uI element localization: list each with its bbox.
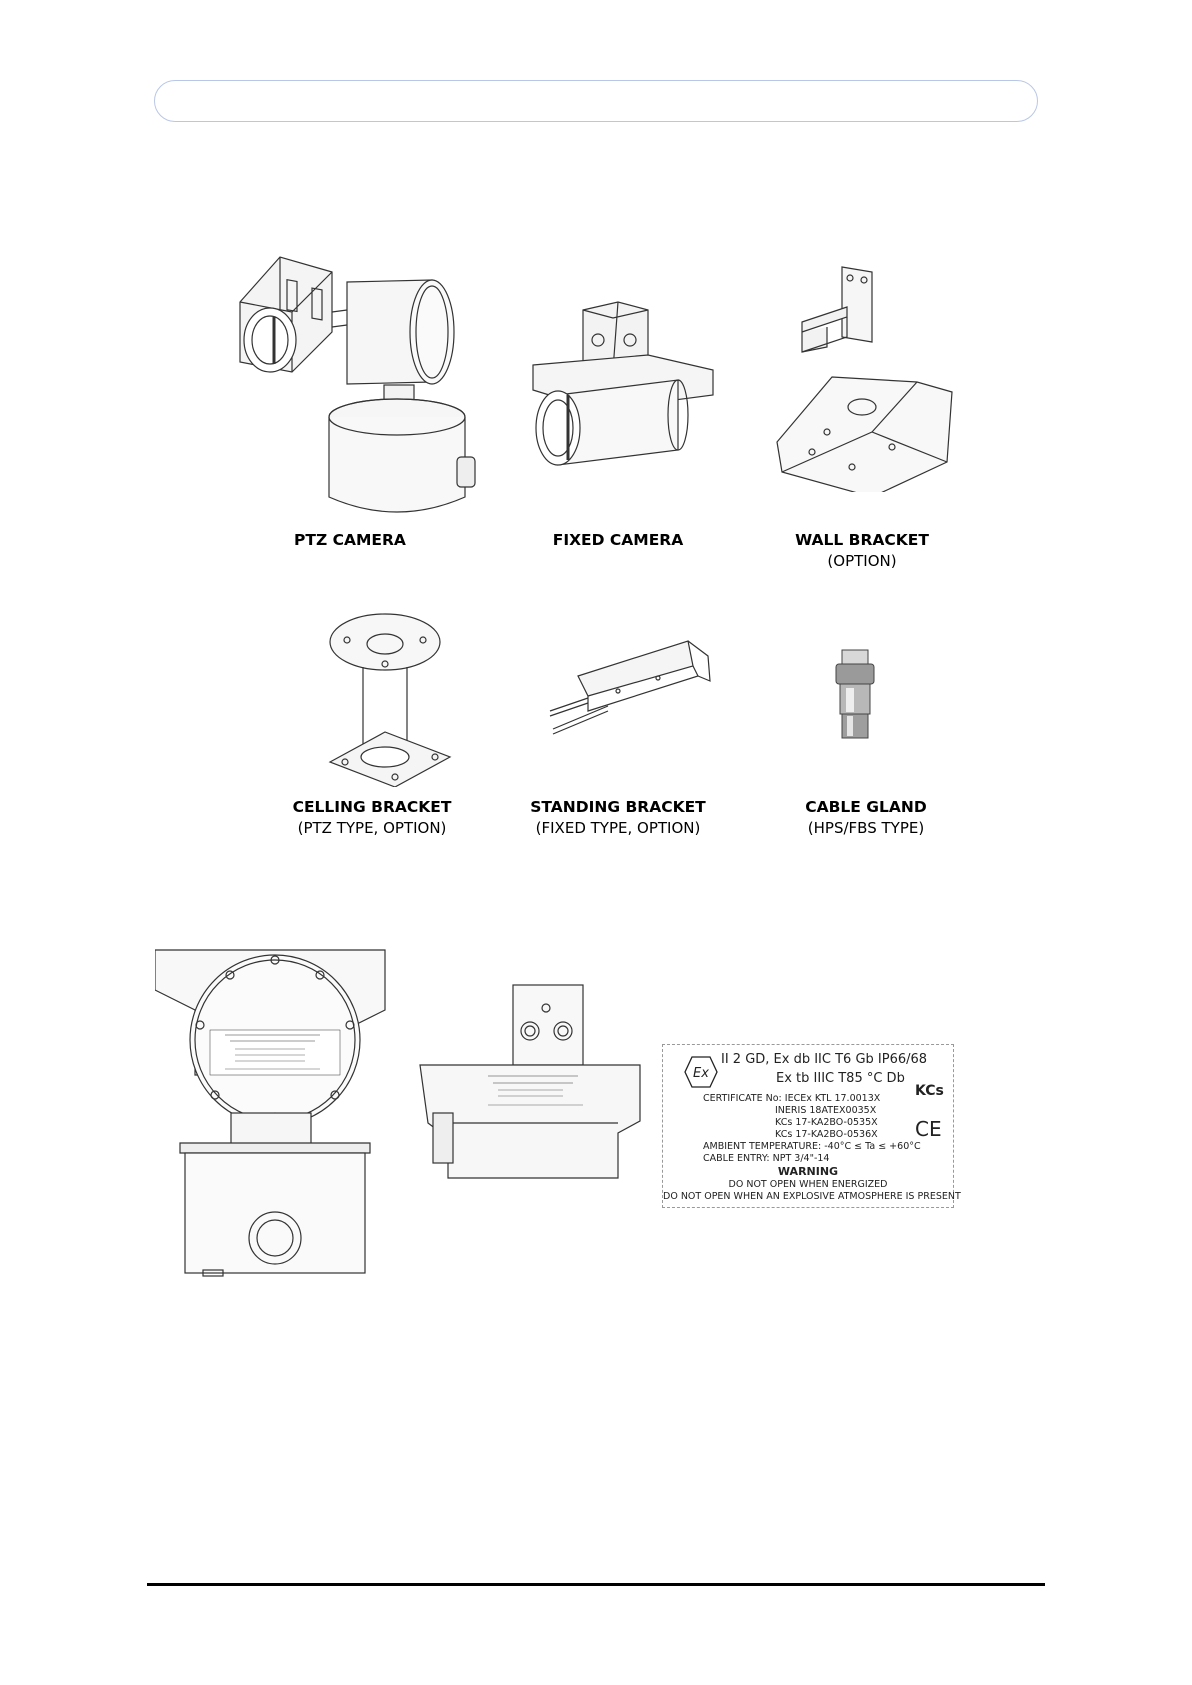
nameplate-line-1: II 2 GD, Ex db IIC T6 Gb IP66/68: [721, 1052, 928, 1067]
fixed-camera-drawing: [532, 301, 714, 466]
caption-title: CELLING BRACKET: [292, 798, 452, 816]
nameplate-ambient-temperature: AMBIENT TEMPERATURE: -40°C ≤ Ta ≤ +60°C: [703, 1141, 921, 1152]
cable-gland-drawing: [835, 649, 875, 739]
ex-symbol-text: Ex: [693, 1066, 709, 1081]
ptz-camera-drawing: [239, 256, 476, 513]
ce-mark-icon: CE: [915, 1117, 942, 1141]
caption-subtitle: (PTZ TYPE, OPTION): [297, 819, 447, 837]
footer-rule: [147, 1583, 1045, 1586]
nameplate-line-2: Ex tb IIIC T85 °C Db: [776, 1071, 905, 1086]
kc-mark-icon: KCs: [915, 1083, 944, 1099]
caption-subtitle: (HPS/FBS TYPE): [807, 819, 925, 837]
caption-ptz-camera: PTZ CAMERA: [250, 530, 450, 551]
ex-hexagon-icon: Ex: [684, 1056, 718, 1088]
caption-subtitle: (FIXED TYPE, OPTION): [535, 819, 701, 837]
caption-ceiling-bracket: CELLING BRACKET (PTZ TYPE, OPTION): [272, 797, 472, 839]
caption-title: CABLE GLAND: [805, 798, 927, 816]
caption-title: WALL BRACKET: [795, 531, 929, 549]
caption-wall-bracket: WALL BRACKET (OPTION): [762, 530, 962, 572]
caption-standing-bracket: STANDING BRACKET (FIXED TYPE, OPTION): [518, 797, 718, 839]
page-header-box: [154, 80, 1038, 122]
caption-subtitle: (OPTION): [827, 552, 897, 570]
fixed-camera-rear-view-drawing: [419, 984, 641, 1179]
wall-bracket-drawing: [776, 266, 953, 492]
nameplate-cable-entry: CABLE ENTRY: NPT 3/4"-14: [703, 1153, 830, 1164]
nameplate-warning-atmosphere: DO NOT OPEN WHEN AN EXPLOSIVE ATMOSPHERE…: [663, 1191, 961, 1202]
nameplate-cert-ineris: INERIS 18ATEX0035X: [775, 1105, 877, 1116]
standing-bracket-drawing: [549, 640, 711, 735]
caption-title: FIXED CAMERA: [552, 531, 684, 549]
caption-fixed-camera: FIXED CAMERA: [518, 530, 718, 551]
nameplate-cert-kcs-1: KCs 17-KA2BO-0535X: [775, 1117, 878, 1128]
nameplate-certificate: CERTIFICATE No: IECEx KTL 17.0013X: [703, 1093, 881, 1104]
ceiling-bracket-drawing: [328, 613, 452, 787]
nameplate-cert-kcs-2: KCs 17-KA2BO-0536X: [775, 1129, 878, 1140]
ex-certification-nameplate: Ex II 2 GD, Ex db IIC T6 Gb IP66/68 Ex t…: [662, 1044, 961, 1208]
caption-cable-gland: CABLE GLAND (HPS/FBS TYPE): [766, 797, 966, 839]
nameplate-warning-energized: DO NOT OPEN WHEN ENERGIZED: [728, 1179, 888, 1190]
ptz-camera-rear-view-drawing: [155, 949, 386, 1277]
nameplate-warning-title: WARNING: [777, 1165, 839, 1178]
caption-title: STANDING BRACKET: [530, 798, 706, 816]
caption-title: PTZ CAMERA: [294, 531, 406, 549]
